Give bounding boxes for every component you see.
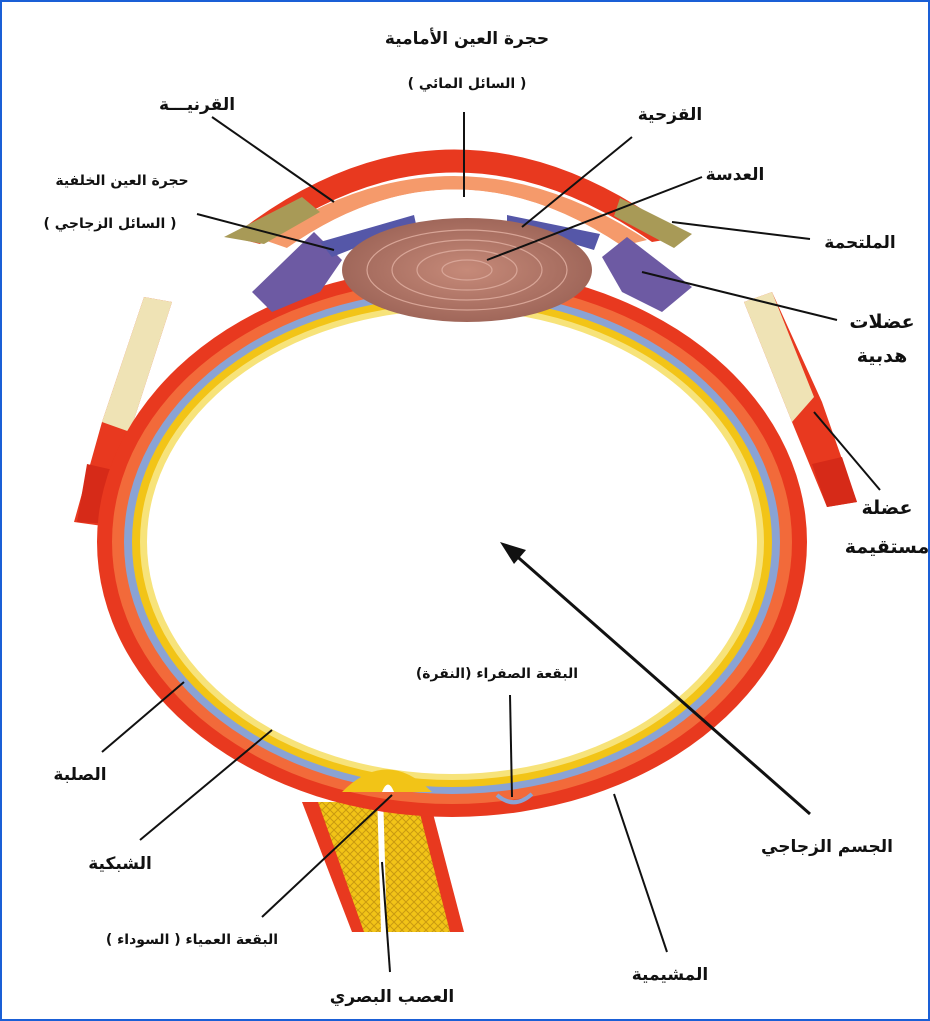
label-conjunctiva: الملتحمة <box>824 233 895 253</box>
label-vitreous-body: الجسم الزجاجي <box>761 837 893 857</box>
label-vitreous-fluid: ( السائل الزجاجي ) <box>43 216 176 232</box>
label-blind-spot: البقعة العمياء ( السوداء ) <box>106 932 278 948</box>
label-lens: العدسة <box>706 165 765 185</box>
label-choroid: المشيمية <box>632 965 709 985</box>
vitreous-body <box>147 310 757 774</box>
label-iris: القزحية <box>638 105 703 125</box>
label-posterior-chamber: حجرة العين الخلفية <box>55 173 188 189</box>
leader-conjunctiva <box>672 222 810 239</box>
leader-retina <box>140 730 272 840</box>
label-anterior-chamber: حجرة العين الأمامية <box>385 28 549 49</box>
leader-choroid <box>614 794 667 952</box>
label-fovea: البقعة الصفراء (النقرة) <box>416 666 578 682</box>
label-retina: الشبكية <box>88 854 152 874</box>
label-rectus-muscle-2: مستقيمة <box>845 536 928 558</box>
label-rectus-muscle-1: عضلة <box>862 497 913 519</box>
label-aqueous-humor: ( السائل المائي ) <box>408 76 527 92</box>
leader-sclera <box>102 682 184 752</box>
label-ciliary-muscles-2: هدبية <box>857 345 908 367</box>
label-cornea: القرنيـــة <box>159 95 235 115</box>
label-optic-nerve: العصب البصري <box>330 987 455 1007</box>
label-sclera: الصلبة <box>53 765 106 785</box>
leader-cornea <box>212 117 334 202</box>
label-ciliary-muscles-1: عضلات <box>849 311 914 333</box>
